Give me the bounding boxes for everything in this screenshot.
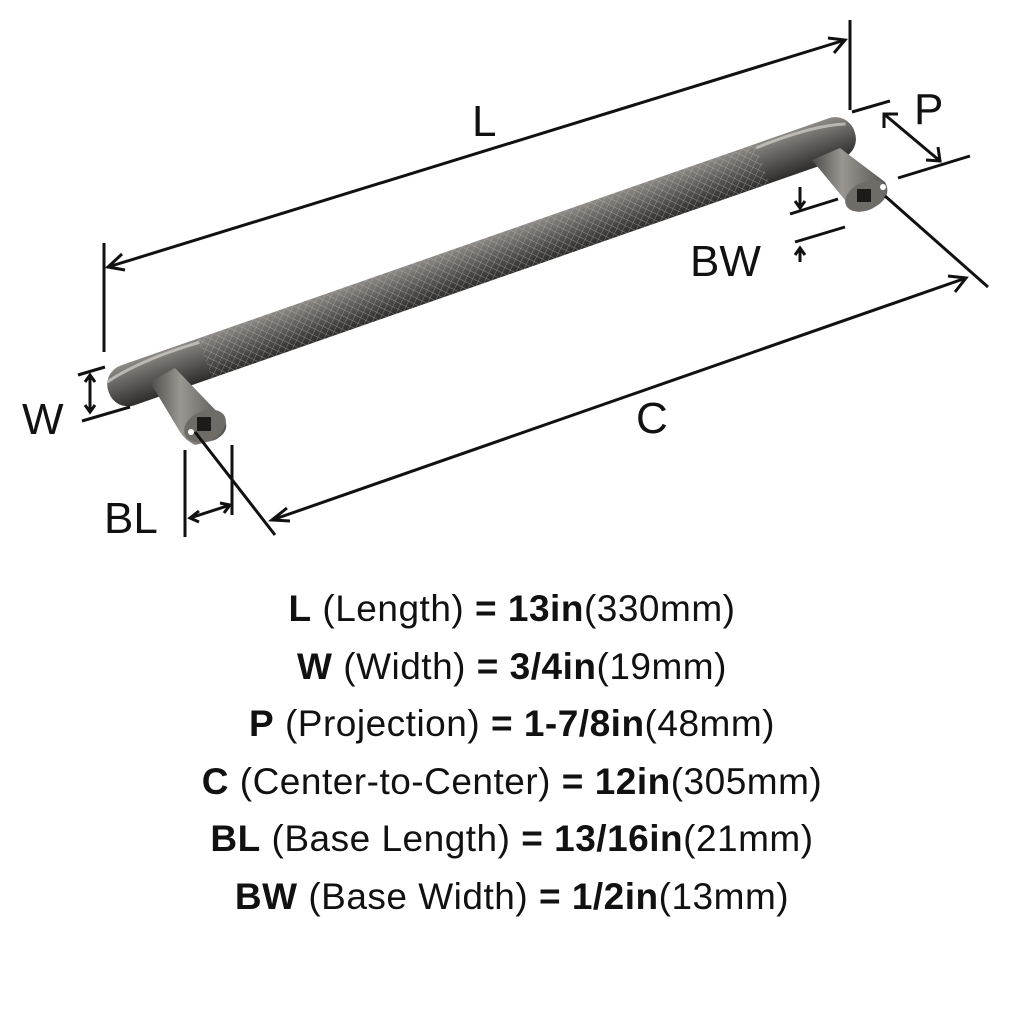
spec-imperial: 13in	[507, 588, 584, 629]
spec-name: (Base Width)	[308, 875, 529, 917]
spec-width: W (Width) = 3/4in(19mm)	[297, 645, 727, 687]
spec-code: P	[249, 703, 275, 744]
dimension-lines	[77, 20, 989, 537]
spec-imperial: 3/4in	[509, 645, 597, 687]
spec-metric: (19mm)	[596, 645, 727, 687]
spec-metric: (305mm)	[670, 760, 823, 802]
spec-imperial: 13/16in	[554, 818, 684, 859]
spec-imperial: 12in	[594, 760, 671, 802]
label-P: P	[914, 85, 943, 134]
spec-metric: (21mm)	[683, 818, 814, 859]
spec-imperial: 1/2in	[571, 875, 659, 917]
spec-name: (Projection)	[284, 703, 481, 744]
spec-code: BW	[234, 875, 298, 917]
spec-list: L (Length) = 13in(330mm) W (Width) = 3/4…	[0, 580, 1024, 925]
handle-bar	[106, 117, 856, 407]
spec-code: L	[288, 588, 312, 629]
label-L: L	[472, 97, 496, 146]
spec-metric: (48mm)	[644, 703, 775, 744]
spec-name: (Width)	[343, 645, 466, 687]
spec-base-width: BW (Base Width) = 1/2in(13mm)	[234, 875, 790, 917]
spec-name: (Base Length)	[271, 818, 511, 859]
label-C: C	[636, 394, 668, 443]
spec-name: (Length)	[322, 588, 465, 629]
spec-code: BL	[210, 818, 261, 859]
spec-metric: (13mm)	[658, 875, 790, 917]
spec-center-to-center: C (Center-to-Center) = 12in(305mm)	[201, 760, 823, 802]
spec-imperial: 1-7/8in	[523, 703, 645, 744]
label-BL: BL	[104, 494, 158, 543]
spec-length: L (Length) = 13in(330mm)	[288, 588, 736, 629]
label-W: W	[22, 395, 64, 444]
label-BW: BW	[690, 237, 761, 286]
left-post	[150, 368, 227, 445]
right-post	[812, 148, 888, 212]
spec-metric: (330mm)	[583, 588, 736, 629]
spec-name: (Center-to-Center)	[239, 760, 552, 802]
spec-projection: P (Projection) = 1-7/8in(48mm)	[249, 703, 775, 744]
spec-base-length: BL (Base Length) = 13/16in(21mm)	[210, 818, 814, 859]
handle-dimension-diagram: L P BW W C BL	[22, 20, 989, 543]
spec-code: C	[201, 760, 229, 802]
spec-code: W	[297, 645, 333, 687]
